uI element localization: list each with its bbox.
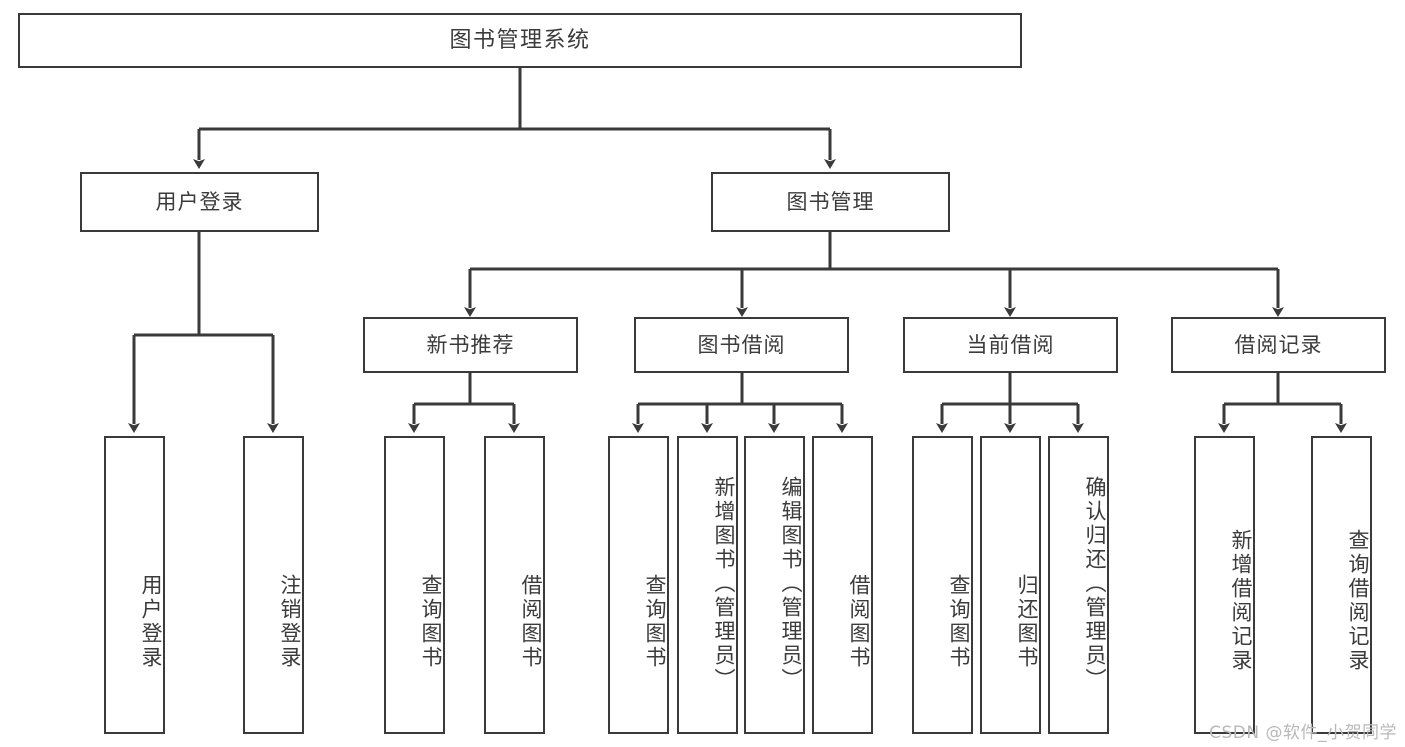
node-label: 查询借阅记录 — [1346, 529, 1370, 673]
node-new-book-recommend[interactable]: 新书推荐 — [363, 317, 578, 373]
node-label: 查询图书 — [947, 574, 971, 670]
leaf-user-login[interactable]: 用户登录 — [104, 436, 165, 734]
leaf-edit-book-admin[interactable]: 编辑图书（管理员） — [744, 436, 805, 734]
node-label: 编辑图书（管理员） — [779, 476, 803, 692]
node-label: 借阅图书 — [847, 574, 871, 670]
node-label: 新增图书（管理员） — [712, 476, 736, 692]
leaf-query-borrow-record[interactable]: 查询借阅记录 — [1311, 436, 1372, 734]
leaf-borrow-book-borrow[interactable]: 借阅图书 — [812, 436, 873, 734]
node-label: 新书推荐 — [426, 332, 515, 357]
leaf-borrow-book-recommend[interactable]: 借阅图书 — [484, 436, 545, 734]
node-label: 用户登录 — [139, 574, 163, 670]
node-current-borrow[interactable]: 当前借阅 — [903, 317, 1118, 373]
node-label: 当前借阅 — [966, 332, 1055, 357]
leaf-confirm-return-admin[interactable]: 确认归还（管理员） — [1048, 436, 1109, 734]
node-label: 新增借阅记录 — [1229, 529, 1253, 673]
leaf-query-book-recommend[interactable]: 查询图书 — [384, 436, 445, 734]
node-root-system[interactable]: 图书管理系统 — [18, 13, 1022, 68]
csdn-watermark: CSDN @软件_小贺同学 — [1209, 723, 1397, 743]
node-label: 确认归还（管理员） — [1083, 476, 1107, 692]
node-book-manage[interactable]: 图书管理 — [711, 172, 950, 232]
leaf-query-book-borrow[interactable]: 查询图书 — [608, 436, 669, 734]
node-label: 借阅图书 — [519, 574, 543, 670]
node-label: 查询图书 — [419, 574, 443, 670]
node-label: 图书借阅 — [697, 332, 786, 357]
node-label: 借阅记录 — [1234, 332, 1323, 357]
node-borrow-record[interactable]: 借阅记录 — [1171, 317, 1386, 373]
node-book-borrow[interactable]: 图书借阅 — [634, 317, 849, 373]
node-label: 图书管理 — [786, 189, 875, 214]
node-label: 注销登录 — [278, 574, 302, 670]
node-user-login[interactable]: 用户登录 — [80, 172, 319, 232]
leaf-query-book-current[interactable]: 查询图书 — [912, 436, 973, 734]
node-label: 归还图书 — [1015, 574, 1039, 670]
node-label: 查询图书 — [643, 574, 667, 670]
leaf-add-book-admin[interactable]: 新增图书（管理员） — [677, 436, 738, 734]
node-label: 图书管理系统 — [449, 27, 591, 53]
node-label: 用户登录 — [155, 189, 244, 214]
leaf-logout-login[interactable]: 注销登录 — [243, 436, 304, 734]
leaf-return-book[interactable]: 归还图书 — [980, 436, 1041, 734]
leaf-add-borrow-record[interactable]: 新增借阅记录 — [1194, 436, 1255, 734]
